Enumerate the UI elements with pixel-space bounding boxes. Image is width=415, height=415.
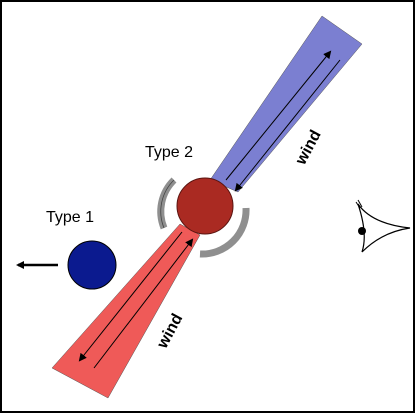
type2-star: [176, 177, 234, 235]
type1-star: [67, 240, 117, 290]
shock-shell-left-arc: [157, 177, 177, 230]
type2-label: Type 2: [145, 144, 194, 161]
shock-shell-right-arc: [199, 207, 250, 258]
wind-arrow-red-inward: [93, 238, 194, 369]
shock-shell-left-arc-outline: [160, 179, 175, 229]
type1-label: Type 1: [46, 209, 95, 226]
eye-icon: [355, 199, 411, 253]
wind-arrow-red-outward: [78, 231, 183, 362]
wind-arrow-blue-outward: [225, 50, 332, 181]
blue-wind-cone: [209, 15, 363, 193]
wind-arrow-blue-inward: [234, 59, 341, 192]
